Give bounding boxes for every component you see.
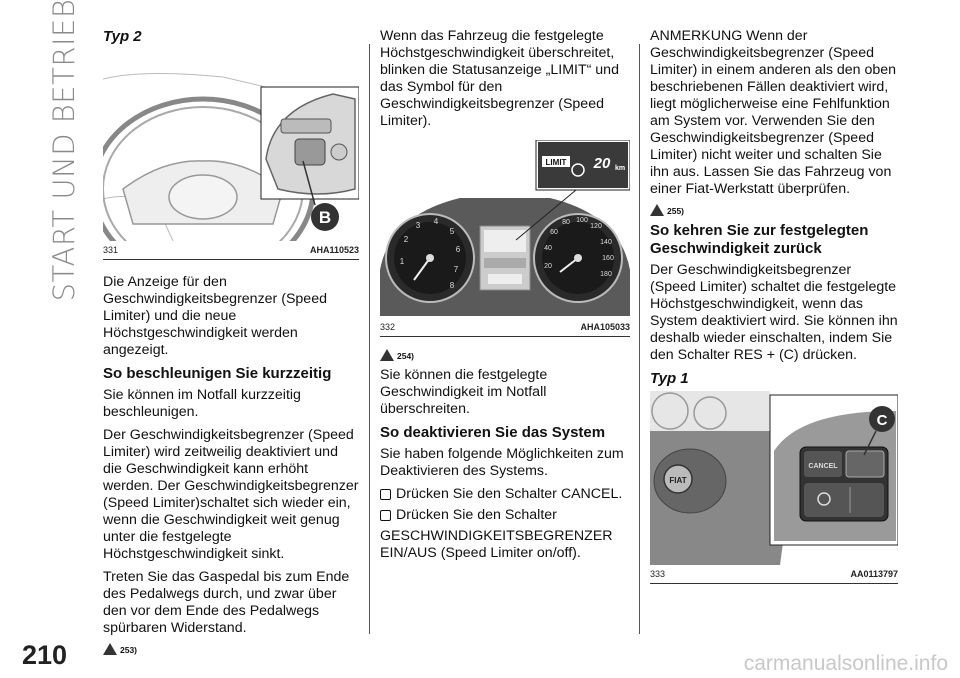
svg-text:140: 140 bbox=[600, 239, 612, 246]
heading-accelerate: So beschleunigen Sie kurzzeitig bbox=[103, 365, 332, 382]
svg-text:120: 120 bbox=[590, 223, 602, 230]
list-item-text: Drücken Sie den Schalter bbox=[396, 507, 557, 523]
svg-text:5: 5 bbox=[450, 227, 455, 236]
column-2: Wenn das Fahrzeug die festgelegte Höchst… bbox=[380, 28, 630, 568]
callout-c-label: C bbox=[877, 412, 888, 429]
paragraph: Sie können die festgelegte Geschwindigke… bbox=[380, 367, 548, 417]
checkbox-bullet-icon bbox=[380, 489, 391, 500]
warning-ref-text: 255) bbox=[667, 206, 685, 216]
paragraph: Der Geschwindigkeitsbegrenzer (Speed Lim… bbox=[103, 427, 359, 562]
svg-text:160: 160 bbox=[602, 255, 614, 262]
speed-limiter-icon bbox=[817, 492, 831, 506]
fiat-logo-text: FIAT bbox=[669, 476, 686, 485]
paragraph: Der Geschwindigkeitsbegrenzer (Speed Lim… bbox=[650, 262, 898, 363]
watermark: carmanualsonline.info bbox=[743, 652, 948, 675]
heading-deactivate: So deaktivieren Sie das System bbox=[380, 424, 606, 441]
paragraph: GESCHWINDIGKEITSBEGRENZER EIN/AUS (Speed… bbox=[380, 528, 613, 561]
limit-label: LIMIT bbox=[546, 158, 567, 167]
paragraph: Wenn das Fahrzeug die festgelegte Höchst… bbox=[380, 28, 619, 129]
warning-reference: 254) bbox=[380, 349, 630, 361]
column-divider bbox=[639, 44, 640, 634]
callout-b-label: B bbox=[319, 208, 331, 227]
paragraph: Die Anzeige für den Geschwindigkeitsbegr… bbox=[103, 274, 327, 358]
list-item-text: Drücken Sie den Schalter CANCEL. bbox=[396, 486, 623, 502]
warning-ref-text: 253) bbox=[120, 645, 138, 655]
column-divider bbox=[369, 44, 370, 634]
svg-text:8: 8 bbox=[450, 281, 455, 290]
svg-text:1: 1 bbox=[400, 257, 405, 266]
warning-triangle-icon bbox=[650, 204, 664, 216]
svg-text:180: 180 bbox=[600, 271, 612, 278]
figure-number: 331 bbox=[103, 245, 119, 255]
section-sidebar-title: START UND BETRIEB bbox=[44, 0, 84, 301]
figure-331: B 331 AHA110523 bbox=[103, 49, 359, 260]
svg-text:20: 20 bbox=[544, 263, 552, 270]
warning-ref-text: 254) bbox=[397, 351, 415, 361]
callout-b-circle bbox=[311, 203, 339, 231]
svg-text:3: 3 bbox=[416, 221, 421, 230]
typ-label: Typ 1 bbox=[650, 370, 689, 387]
warning-reference: 255) bbox=[650, 204, 898, 216]
column-1: Typ 2 B 331 AHA110523 Die Anzeige für de… bbox=[103, 28, 359, 661]
typ-label: Typ 2 bbox=[103, 28, 142, 45]
svg-text:2: 2 bbox=[404, 235, 409, 244]
heading-return-speed: So kehren Sie zur festgelegten Geschwind… bbox=[650, 222, 869, 257]
svg-text:100: 100 bbox=[576, 217, 588, 224]
figure-333: FIAT CANCEL C 333 AA0113797 bbox=[650, 391, 898, 584]
limit-unit: km bbox=[615, 165, 625, 172]
column-3: ANMERKUNG Wenn der Geschwindigkeitsbegre… bbox=[650, 28, 898, 584]
svg-text:80: 80 bbox=[562, 219, 570, 226]
warning-triangle-icon bbox=[380, 349, 394, 361]
svg-text:60: 60 bbox=[550, 229, 558, 236]
paragraph: Sie können im Notfall kurzzeitig beschle… bbox=[103, 387, 301, 420]
figure-number: 333 bbox=[650, 569, 666, 579]
svg-text:4: 4 bbox=[434, 217, 439, 226]
list-item: Drücken Sie den Schalter bbox=[380, 507, 630, 524]
warning-triangle-icon bbox=[103, 643, 117, 655]
section-title-text: START UND BETRIEB bbox=[47, 0, 81, 302]
warning-reference: 253) bbox=[103, 643, 359, 655]
svg-text:6: 6 bbox=[456, 245, 461, 254]
figure-number: 332 bbox=[380, 322, 396, 332]
list-item: Drücken Sie den Schalter CANCEL. bbox=[380, 486, 630, 503]
steering-wheel-illustration: B bbox=[103, 49, 359, 241]
checkbox-bullet-icon bbox=[380, 510, 391, 521]
steering-wheel-buttons-illustration: FIAT CANCEL C bbox=[650, 391, 898, 565]
paragraph: ANMERKUNG Wenn der Geschwindigkeitsbegre… bbox=[650, 28, 897, 197]
limit-value: 20 bbox=[593, 155, 611, 172]
svg-text:7: 7 bbox=[454, 265, 459, 274]
figure-code: AHA105033 bbox=[580, 322, 630, 332]
page-number: 210 bbox=[22, 640, 68, 670]
svg-text:40: 40 bbox=[544, 245, 552, 252]
paragraph: Sie haben folgende Möglichkeiten zum Dea… bbox=[380, 446, 624, 479]
speed-limiter-icon bbox=[571, 163, 585, 177]
figure-code: AA0113797 bbox=[850, 569, 898, 579]
callout-c-circle bbox=[869, 406, 895, 432]
figure-code: AHA110523 bbox=[309, 245, 359, 255]
cancel-label: CANCEL bbox=[808, 463, 838, 470]
paragraph: Treten Sie das Gaspedal bis zum Ende des… bbox=[103, 569, 350, 636]
